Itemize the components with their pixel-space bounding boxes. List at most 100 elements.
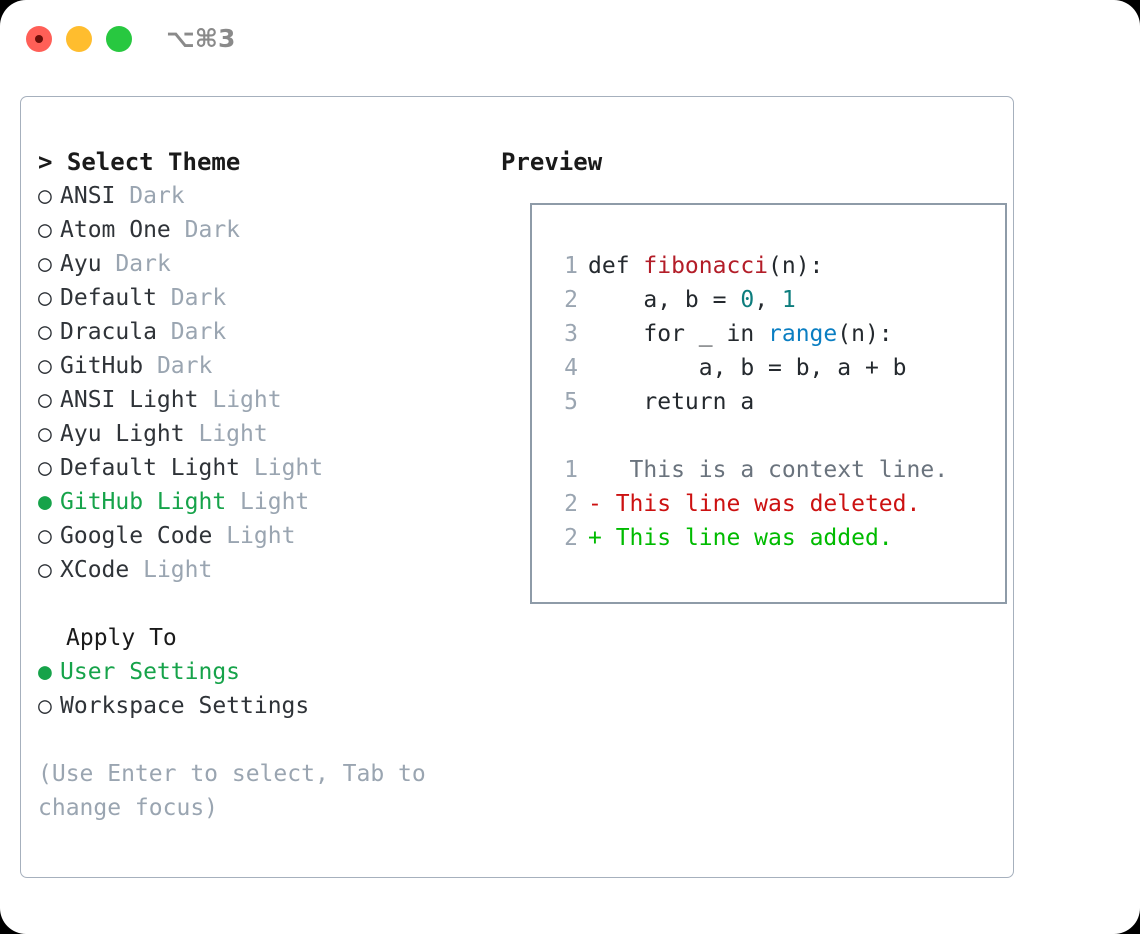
apply-to-option-label: User Settings xyxy=(60,659,241,685)
theme-option-label: Default xyxy=(60,285,157,311)
radio-unselected-icon: ○ xyxy=(38,319,52,345)
label-spacer xyxy=(143,353,157,379)
caret-marker: > xyxy=(38,148,53,176)
theme-option-tag: Light xyxy=(212,387,282,413)
theme-option-ansi-light[interactable]: ○ANSI Light Light xyxy=(38,383,498,417)
theme-option-label: Atom One xyxy=(60,217,171,243)
code-line: 2 a, b = 0, 1 xyxy=(552,283,948,317)
label-spacer xyxy=(115,183,129,209)
label-spacer xyxy=(226,489,240,515)
code-token-fn: fibonacci xyxy=(643,253,769,279)
radio-unselected-icon: ○ xyxy=(38,285,52,311)
diff-line-del: 2- This line was deleted. xyxy=(552,487,948,521)
main-panel: > Select Theme ○ANSI Dark○Atom One Dark○… xyxy=(20,96,1014,878)
line-number: 2 xyxy=(564,287,578,313)
radio-unselected-icon: ○ xyxy=(38,353,52,379)
apply-to-heading: Apply To xyxy=(66,625,177,651)
code-line: 4 a, b = b, a + b xyxy=(552,351,948,385)
theme-list: ○ANSI Dark○Atom One Dark○Ayu Dark○Defaul… xyxy=(38,179,498,587)
theme-option-default-light[interactable]: ○Default Light Light xyxy=(38,451,498,485)
line-number: 3 xyxy=(564,321,578,347)
radio-selected-icon: ● xyxy=(38,489,52,515)
label-spacer xyxy=(102,251,116,277)
label-spacer xyxy=(185,421,199,447)
label-spacer xyxy=(171,217,185,243)
radio-unselected-icon: ○ xyxy=(38,557,52,583)
line-number: 4 xyxy=(564,355,578,381)
theme-option-dracula[interactable]: ○Dracula Dark xyxy=(38,315,498,349)
theme-option-tag: Dark xyxy=(129,183,185,209)
theme-option-github[interactable]: ○ GitHub Dark xyxy=(38,349,498,383)
maximize-button[interactable] xyxy=(106,26,132,52)
code-token-plain: a, b = b, a + b xyxy=(588,355,907,381)
theme-option-tag: Light xyxy=(198,421,268,447)
theme-option-tag: Light xyxy=(240,489,310,515)
radio-unselected-icon: ○ xyxy=(38,217,52,243)
code-token-plain: , xyxy=(754,287,782,313)
theme-option-label: GitHub xyxy=(60,353,144,379)
theme-option-default[interactable]: ○ Default Dark xyxy=(38,281,498,315)
code-token-plain: return a xyxy=(588,389,755,415)
code-token-plain: (n): xyxy=(768,253,824,279)
theme-option-tag: Light xyxy=(143,557,213,583)
theme-option-google-code[interactable]: ○Google Code Light xyxy=(38,519,498,553)
keyboard-shortcut-label: ⌥⌘3 xyxy=(166,24,236,53)
apply-to-list: ● User Settings ○ Workspace Settings xyxy=(38,655,498,723)
apply-to-option-user-settings[interactable]: ● User Settings xyxy=(38,655,498,689)
theme-option-tag: Light xyxy=(253,455,324,481)
diff-line-ctx: 1 This is a context line. xyxy=(552,453,948,487)
keyboard-hint-text: (Use Enter to select, Tab to change focu… xyxy=(38,761,440,821)
code-token-plain: a, b = xyxy=(588,287,741,313)
close-button[interactable] xyxy=(26,26,52,52)
radio-unselected-icon: ○ xyxy=(38,421,52,447)
radio-unselected-icon: ○ xyxy=(38,523,52,549)
theme-option-tag: Light xyxy=(226,523,296,549)
select-theme-heading: > Select Theme xyxy=(38,145,498,179)
theme-option-atom-one[interactable]: ○Atom One Dark xyxy=(38,213,498,247)
apply-to-option-workspace-settings[interactable]: ○ Workspace Settings xyxy=(38,689,498,723)
radio-selected-icon: ● xyxy=(38,659,52,685)
section-spacer xyxy=(38,587,498,621)
theme-option-label: Ayu xyxy=(60,251,102,277)
diff-marker: - xyxy=(588,491,602,517)
theme-option-label: ANSI xyxy=(60,183,116,209)
theme-option-tag: Dark xyxy=(115,251,171,277)
theme-option-github-light[interactable]: ● GitHub Light Light xyxy=(38,485,498,519)
theme-option-ayu[interactable]: ○ Ayu Dark xyxy=(38,247,498,281)
label-spacer xyxy=(240,455,254,481)
theme-option-tag: Dark xyxy=(170,285,227,311)
preview-spacer xyxy=(552,419,948,453)
theme-option-xcode[interactable]: ○ XCode Light xyxy=(38,553,498,587)
theme-option-label: GitHub Light xyxy=(60,489,227,515)
apply-to-option-label: Workspace Settings xyxy=(60,693,310,719)
theme-option-label: XCode xyxy=(60,557,130,583)
theme-option-tag: Dark xyxy=(156,353,213,379)
theme-option-ansi[interactable]: ○ ANSI Dark xyxy=(38,179,498,213)
theme-option-label: ANSI Light xyxy=(60,387,199,413)
theme-option-ayu-light[interactable]: ○ Ayu Light Light xyxy=(38,417,498,451)
label-spacer xyxy=(212,523,226,549)
diff-marker: + xyxy=(588,525,602,551)
code-token-plain: for _ in xyxy=(588,321,769,347)
radio-unselected-icon: ○ xyxy=(38,183,52,209)
radio-unselected-icon: ○ xyxy=(38,693,52,719)
theme-option-label: Ayu Light xyxy=(60,421,185,447)
diff-text: This is a context line. xyxy=(601,457,949,483)
preview-heading: Preview xyxy=(501,148,603,176)
line-number: 2 xyxy=(564,491,578,517)
window-controls xyxy=(26,26,132,52)
title-bar: ⌥⌘3 xyxy=(0,0,1140,76)
diff-line-add: 2+ This line was added. xyxy=(552,521,948,555)
code-token-num: 1 xyxy=(781,287,796,313)
diff-marker xyxy=(588,457,602,483)
line-number: 1 xyxy=(564,253,578,279)
code-token-plain: (n): xyxy=(837,321,893,347)
code-token-kwfn: range xyxy=(768,321,838,347)
radio-unselected-icon: ○ xyxy=(38,251,52,277)
theme-option-label: Dracula xyxy=(60,319,157,345)
minimize-button[interactable] xyxy=(66,26,92,52)
